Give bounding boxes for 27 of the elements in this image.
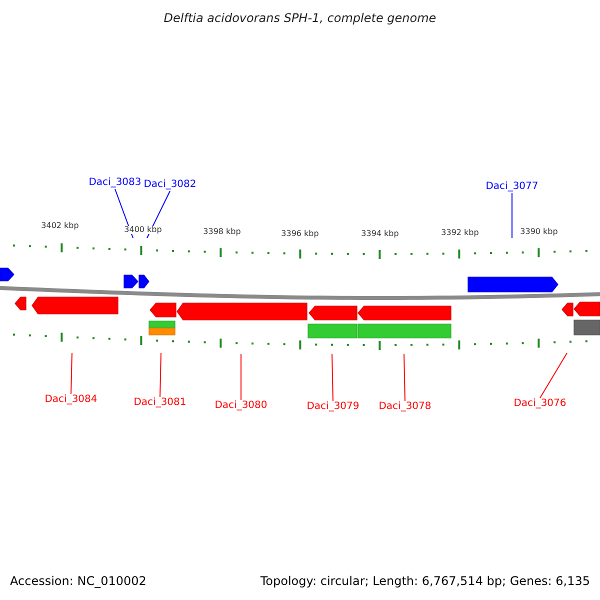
scale-label: 3396 kbp [281,230,319,238]
footer-text: Accession: NC_010002 [10,575,146,587]
title: Delftia acidovorans SPH-1, complete genome [162,12,438,24]
footer-text: Topology: circular; Length: 6,767,514 bp; Genes: 6,135 [260,575,590,587]
scale-label: 3398 kbp [203,228,241,236]
scale-label: 3390 kbp [520,228,558,236]
gene-label: Daci_3076 [514,399,566,409]
gene-label: Daci_3082 [144,180,196,190]
gene-label: Daci_3078 [378,402,432,412]
scale-label: 3400 kbp [124,226,162,234]
leader-line [240,354,242,400]
leader-line [160,352,162,398]
gene-label: Daci_3077 [486,182,538,192]
leader-line [540,352,568,398]
gene-label: Daci_3079 [306,402,360,412]
leader-line [70,352,72,394]
gene-label: Daci_3080 [214,401,268,411]
scale-ticks [13,243,588,259]
gene-label: Daci_3084 [44,395,98,405]
scale-label: 3394 kbp [361,230,399,238]
scale-ticks [13,332,588,350]
leader-line [404,354,406,402]
gene-label: Daci_3081 [134,398,186,408]
gene-label: Daci_3083 [88,178,142,188]
scale-label: 3392 kbp [441,229,479,237]
scale-label: 3402 kbp [41,222,79,230]
leader-line [332,354,334,402]
